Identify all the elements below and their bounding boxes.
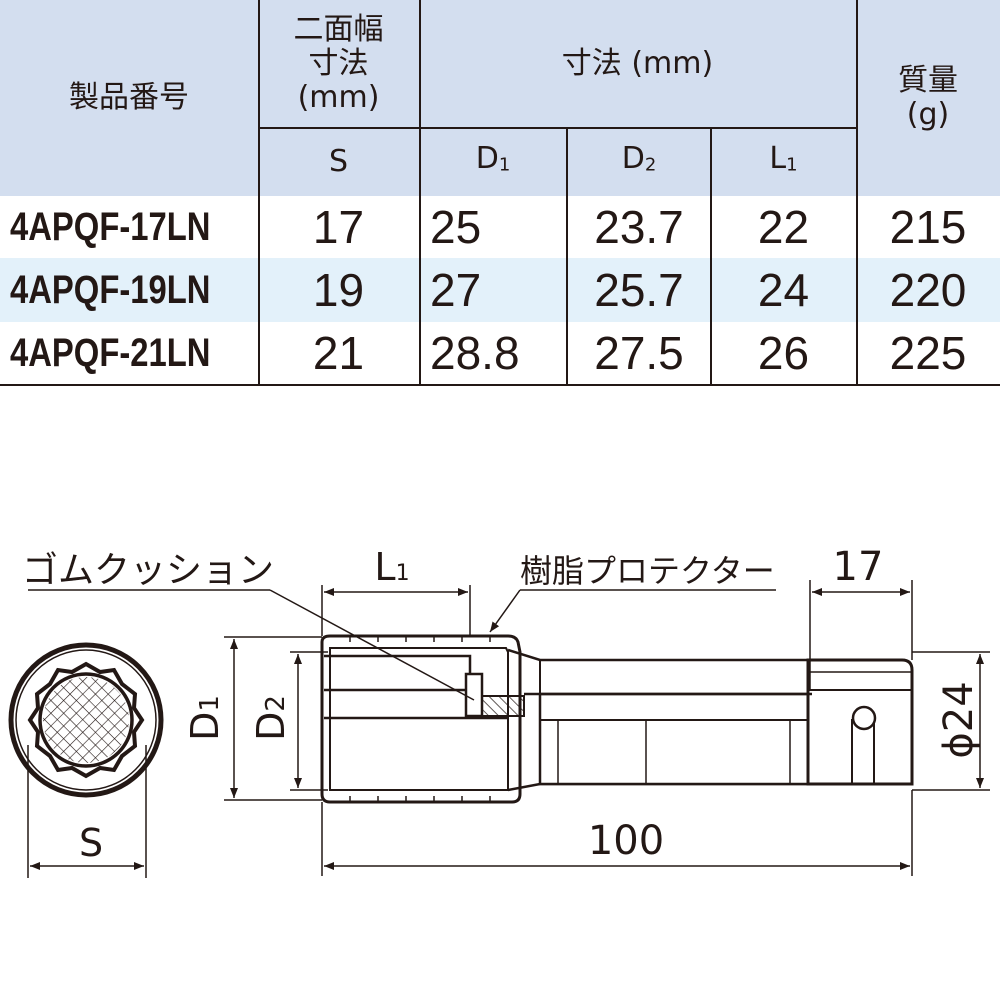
header-col-l1-label: L1	[769, 140, 798, 183]
row2-s: 19	[312, 264, 365, 316]
row2-d2: 25.7	[594, 264, 684, 316]
label-d1: D1	[183, 695, 227, 741]
label-length: 100	[588, 818, 664, 864]
table-bottom-border	[0, 384, 1000, 386]
header-col-d1: D1	[419, 128, 567, 196]
row3-mass: 225	[889, 327, 967, 379]
dimension-d2	[290, 651, 328, 791]
label-d1-letter: D	[183, 712, 227, 741]
table-row	[0, 258, 1000, 322]
row2-mass: 220	[889, 264, 967, 316]
label-l1-letter: L	[374, 545, 395, 589]
socket-end-view	[8, 642, 164, 798]
header-mass-line2: (g)	[906, 97, 950, 132]
label-s: S	[79, 821, 103, 865]
label-protector: 樹脂プロテクター	[520, 552, 775, 590]
grid-line	[566, 128, 568, 386]
label-d2-letter: D	[249, 712, 293, 741]
leader-protector	[489, 589, 776, 633]
header-col-l1-letter: L	[769, 140, 787, 176]
label-l1: L1	[374, 545, 409, 589]
row1-d2: 23.7	[594, 201, 684, 253]
header-col-s: S	[258, 128, 419, 196]
row2-l1: 24	[757, 264, 810, 316]
header-col-d1-letter: D	[475, 140, 499, 176]
spec-table: 製品番号 二面幅 寸法 (mm) 寸法 (mm) 質量 (g) S D1 D2 …	[0, 0, 1000, 386]
grid-line	[258, 0, 260, 386]
header-model-label: 製品番号	[69, 80, 189, 115]
row3-model: 4APQF-21LN	[10, 322, 258, 384]
dimension-s	[27, 745, 147, 878]
header-col-d2-letter: D	[621, 140, 645, 176]
label-l1-sub: 1	[396, 561, 410, 586]
header-mass: 質量 (g)	[856, 0, 1000, 196]
row1-model-text: 4APQF-17LN	[10, 204, 211, 249]
twelve-point-opening	[27, 661, 145, 779]
socket-side-view	[320, 634, 914, 804]
header-col-d2-label: D2	[621, 140, 657, 183]
header-dims-label: 寸法 (mm)	[561, 46, 714, 81]
dimension-length	[321, 790, 913, 876]
grid-line	[856, 0, 858, 386]
row3-l1: 26	[757, 327, 810, 379]
header-model: 製品番号	[0, 0, 258, 196]
dimension-square	[809, 580, 913, 690]
row3-model-text: 4APQF-21LN	[10, 330, 211, 375]
row3-d1: 28.8	[430, 327, 520, 379]
label-d2: D2	[249, 695, 293, 741]
header-col-l1: L1	[711, 128, 856, 196]
row3-d2: 27.5	[594, 327, 684, 379]
header-dims: 寸法 (mm)	[419, 0, 856, 128]
row1-l1: 22	[757, 201, 810, 253]
header-col-l1-sub: 1	[786, 154, 798, 176]
label-d2-sub: 2	[261, 695, 291, 712]
row2-model: 4APQF-19LN	[10, 258, 258, 322]
grid-line	[710, 128, 712, 386]
header-col-d2: D2	[567, 128, 711, 196]
leader-cushion	[28, 589, 475, 701]
row1-model: 4APQF-17LN	[10, 196, 258, 258]
dimension-d1	[224, 636, 322, 801]
header-col-d1-label: D1	[475, 140, 511, 183]
header-width-line1: 二面幅	[293, 12, 384, 47]
header-col-d2-sub: 2	[644, 154, 657, 176]
label-square: 17	[833, 544, 884, 590]
dimension-phi	[912, 651, 990, 791]
row1-mass: 215	[889, 201, 967, 253]
header-width-line2: 寸法	[308, 46, 369, 81]
header-width-line3: (mm)	[297, 80, 380, 115]
grid-line	[419, 0, 421, 386]
dimension-l1	[321, 585, 471, 636]
row2-d1: 27	[430, 264, 482, 316]
label-d1-sub: 1	[195, 695, 225, 712]
header-col-d1-sub: 1	[498, 154, 511, 176]
row1-s: 17	[312, 201, 365, 253]
label-phi: ϕ24	[936, 681, 982, 758]
grid-line	[258, 127, 856, 129]
row3-s: 21	[312, 327, 365, 379]
label-cushion: ゴムクッション	[22, 550, 274, 591]
row1-d1: 25	[430, 201, 482, 253]
header-col-s-label: S	[328, 144, 349, 179]
row2-model-text: 4APQF-19LN	[10, 267, 211, 312]
header-width: 二面幅 寸法 (mm)	[258, 0, 419, 128]
header-mass-line1: 質量	[898, 63, 958, 98]
